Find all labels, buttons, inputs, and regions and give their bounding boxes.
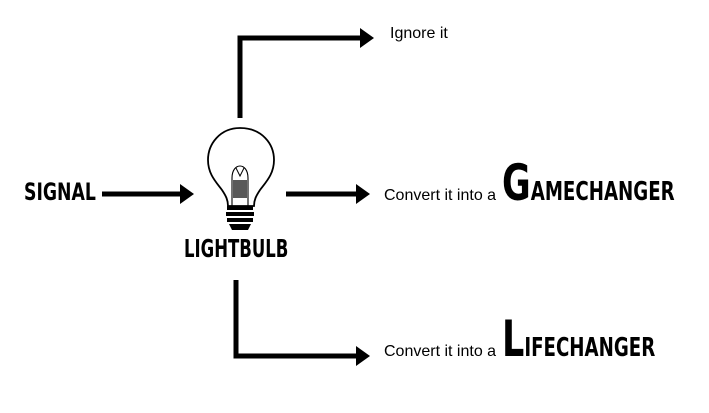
gamechanger-word: GAMECHANGER	[502, 158, 675, 208]
lifechanger-option: Convert it into a LIFECHANGER	[384, 314, 709, 364]
lifechanger-rest: IFECHANGER	[524, 333, 656, 363]
gamechanger-prefix: Convert it into a	[384, 187, 497, 204]
lightbulb-icon	[207, 127, 275, 230]
lifechanger-first-letter: L	[502, 310, 525, 368]
lightbulb-label: LIGHTBULB	[184, 234, 289, 263]
gamechanger-option: Convert it into a GAMECHANGER	[384, 158, 709, 208]
signal-label: SIGNAL	[24, 178, 96, 206]
top-path-arrow-icon	[237, 28, 374, 118]
bottom-path-arrow-icon	[233, 280, 370, 366]
middle-path-arrow-icon	[286, 184, 370, 204]
lifechanger-prefix: Convert it into a	[384, 343, 497, 360]
gamechanger-first-letter: G	[502, 154, 531, 212]
ignore-option-label: Ignore it	[390, 25, 448, 42]
gamechanger-rest: AMECHANGER	[530, 177, 675, 207]
input-arrow-icon	[102, 184, 194, 204]
lifechanger-word: LIFECHANGER	[502, 314, 655, 364]
